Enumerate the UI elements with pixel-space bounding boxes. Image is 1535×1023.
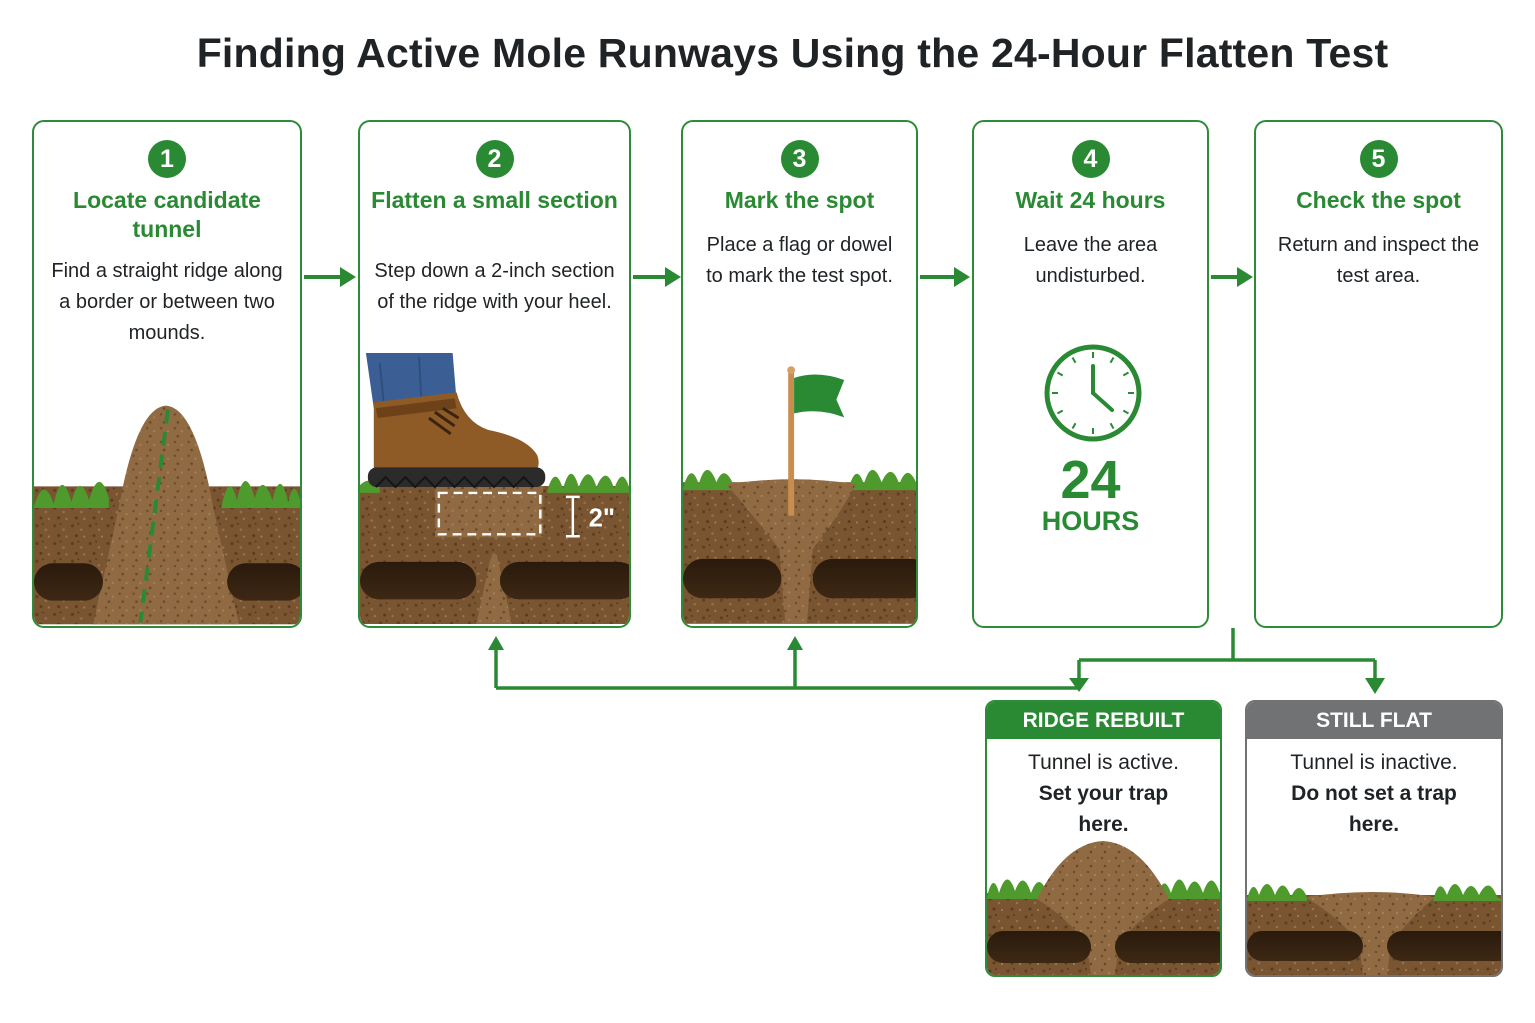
step-description: Place a flag or dowel to mark the test s… [706,234,893,287]
step-card-5: 5 Check the spot Return and inspect the … [1254,120,1503,628]
step-description: Return and inspect the test area. [1277,234,1480,287]
step-number-badge: 3 [780,140,819,178]
step-number-badge: 1 [148,140,186,178]
outcome-card-ridge-rebuilt: RIDGE REBUILT Tunnel is active. Set your… [985,700,1222,977]
flat-ground-illustration [1247,884,1501,975]
arrow-right-icon [633,267,681,287]
arrow-right-icon [1211,267,1253,287]
step-card-3: 3 Mark the spot Place a flag or dowel to… [681,120,918,628]
step-card-2: 2 Flatten a small section Step down a 2-… [358,120,631,628]
step-description: Step down a 2-inch section of the ridge … [374,260,615,313]
arrow-right-icon [920,267,970,287]
rebuilt-ridge-illustration [987,841,1220,975]
hours-value: 24 [1060,450,1121,510]
outcome-label: STILL FLAT [1247,702,1501,739]
step-title: Mark the spot [724,187,875,213]
step-number-badge: 5 [1359,140,1398,178]
outcome-status: Tunnel is active. [1028,751,1179,774]
step-title: Flatten a small section [371,187,618,213]
step-title: Check the spot [1296,187,1461,213]
step-description: Leave the area undisturbed. [1023,234,1158,287]
hours-unit: HOURS [1041,506,1140,536]
boot-flatten-illustration: 2" [360,353,629,624]
outcome-card-still-flat: STILL FLAT Tunnel is inactive. Do not se… [1245,700,1503,977]
ridge-illustration [34,405,300,625]
step-card-4: 4 Wait 24 hours Leave the area undisturb… [972,120,1209,628]
outcome-action: Set your trap here. [1038,782,1169,836]
step-card-1: 1 Locate candidate tunnel Find a straigh… [32,120,302,628]
arrow-right-icon [304,267,356,287]
clock-icon [1044,344,1142,442]
outcome-label: RIDGE REBUILT [987,702,1220,739]
outcome-text: Tunnel is inactive. Do not set a trap he… [1247,747,1501,840]
step-number-badge: 4 [1071,140,1110,178]
step-title: Wait 24 hours [1015,187,1166,213]
step-title: Locate candidate tunnel [73,187,261,242]
page-title: Finding Active Mole Runways Using the 24… [196,30,1389,76]
measure-label: 2" [589,504,615,532]
outcome-text: Tunnel is active. Set your trap here. [987,747,1220,840]
outcome-status: Tunnel is inactive. [1290,751,1458,774]
outcome-action: Do not set a trap here. [1291,782,1457,836]
step-description: Find a straight ridge along a border or … [51,260,283,344]
flag-marker-illustration [683,366,916,624]
step-number-badge: 2 [475,140,514,178]
